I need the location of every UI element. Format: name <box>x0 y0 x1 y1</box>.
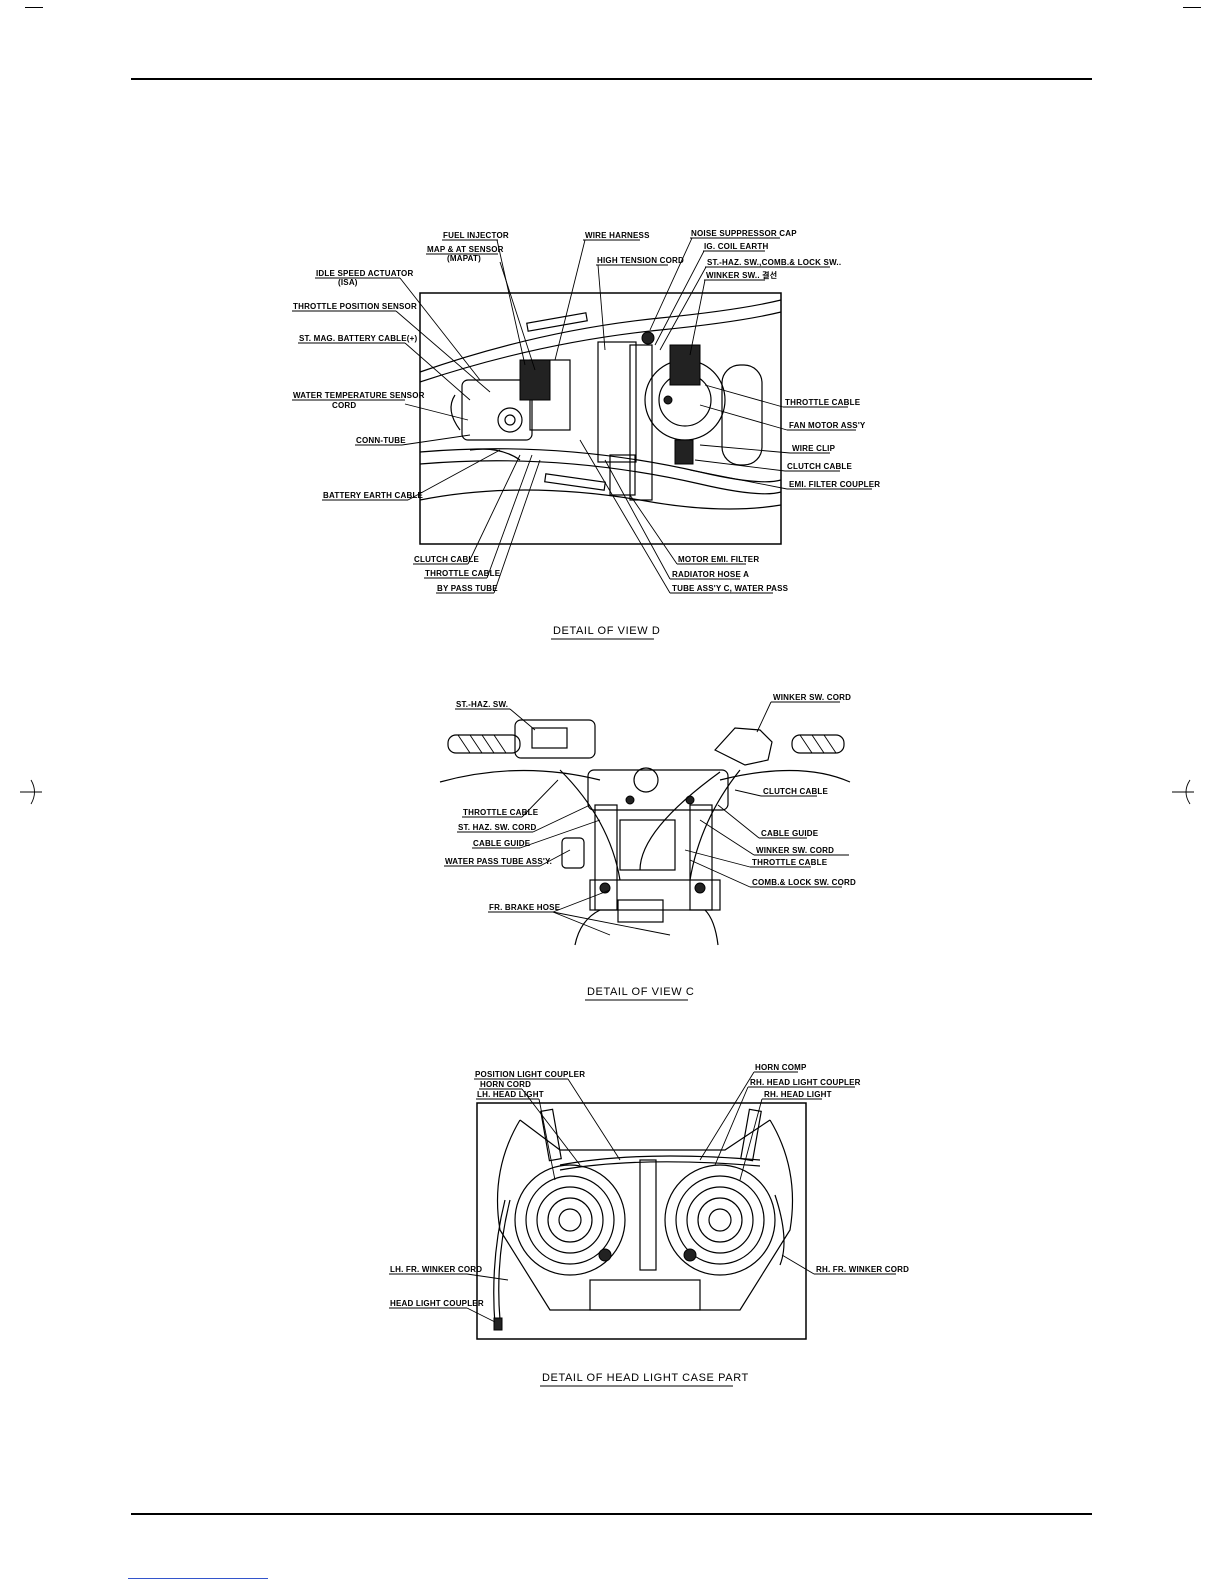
detail-view-c: ST.-HAZ. SW. WINKER SW. CORD THROTTLE CA… <box>439 693 856 1001</box>
head-light-frame <box>476 1102 807 1340</box>
label-horn-cord: HORN CORD <box>480 1080 531 1089</box>
label-ig-coil-earth: IG. COIL EARTH <box>704 242 768 251</box>
label-cable-guide-left: CABLE GUIDE <box>473 839 531 848</box>
crop-mark-tl <box>25 7 43 8</box>
label-clutch-cable-bottom: CLUTCH CABLE <box>414 555 480 564</box>
label-st-haz-sw-cord: ST. HAZ. SW. CORD <box>458 823 537 832</box>
label-rh-fr-winker-cord: RH. FR. WINKER CORD <box>816 1265 909 1274</box>
label-map-at-sensor: MAP & AT SENSOR <box>427 245 504 254</box>
label-clutch-cable-right: CLUTCH CABLE <box>787 462 853 471</box>
label-position-light-coupler: POSITION LIGHT COUPLER <box>475 1070 585 1079</box>
label-emi-filter-coupler: EMI. FILTER COUPLER <box>789 480 880 489</box>
label-fuel-injector: FUEL INJECTOR <box>443 231 509 240</box>
label-noise-suppressor-cap: NOISE SUPPRESSOR CAP <box>691 229 797 238</box>
label-st-haz-sw: ST.-HAZ. SW. <box>456 700 508 709</box>
label-throttle-cable-right: THROTTLE CABLE <box>752 858 828 867</box>
label-water-pass-tube-assy: WATER PASS TUBE ASS'Y. <box>445 857 552 866</box>
label-idle-speed-actuator-abbr: (ISA) <box>338 278 358 287</box>
label-winker-sw-cord-top: WINKER SW. CORD <box>773 693 851 702</box>
label-water-temperature-sensor-cord: CORD <box>332 401 356 410</box>
label-horn-comp: HORN COMP <box>755 1063 807 1072</box>
label-throttle-cable-right: THROTTLE CABLE <box>785 398 861 407</box>
left-grip <box>447 734 521 754</box>
caption-detail-head-light-case: DETAIL OF HEAD LIGHT CASE PART <box>542 1372 749 1384</box>
caption-detail-view-c: DETAIL OF VIEW C <box>587 986 694 998</box>
view-d-frame <box>419 292 782 545</box>
detail-view-d: FUEL INJECTOR MAP & AT SENSOR (MAPAT) WI… <box>292 229 880 640</box>
label-water-temperature-sensor: WATER TEMPERATURE SENSOR <box>293 391 425 400</box>
label-fr-brake-hose: FR. BRAKE HOSE <box>489 903 561 912</box>
label-high-tension-cord: HIGH TENSION CORD <box>597 256 684 265</box>
caption-detail-view-d: DETAIL OF VIEW D <box>553 625 660 637</box>
registration-mark-right <box>1172 779 1194 805</box>
label-tube-assy-c-water-pass: TUBE ASS'Y C, WATER PASS <box>672 584 789 593</box>
label-winker-sw: WINKER SW.. 결선 <box>706 270 777 280</box>
label-motor-emi-filter: MOTOR EMI. FILTER <box>678 555 759 564</box>
label-head-light-coupler: HEAD LIGHT COUPLER <box>390 1299 484 1308</box>
label-map-at-sensor-abbr: (MAPAT) <box>447 254 481 263</box>
top-rule <box>131 78 1092 80</box>
label-cable-guide-right: CABLE GUIDE <box>761 829 819 838</box>
label-battery-earth-cable: BATTERY EARTH CABLE <box>323 491 424 500</box>
detail-head-light-case: POSITION LIGHT COUPLER HORN CORD LH. HEA… <box>389 1063 909 1387</box>
label-wire-clip: WIRE CLIP <box>792 444 836 453</box>
crop-mark-tr <box>1183 7 1201 8</box>
label-conn-tube: CONN-TUBE <box>356 436 406 445</box>
label-throttle-cable-left: THROTTLE CABLE <box>463 808 539 817</box>
label-fan-motor-assy: FAN MOTOR ASS'Y <box>789 421 866 430</box>
label-lh-fr-winker-cord: LH. FR. WINKER CORD <box>390 1265 482 1274</box>
label-st-mag-battery-cable: ST. MAG. BATTERY CABLE(+) <box>299 334 418 343</box>
footer-link-line <box>128 1578 268 1579</box>
label-throttle-cable-bottom: THROTTLE CABLE <box>425 569 501 578</box>
registration-mark-left <box>20 779 42 805</box>
label-by-pass-tube: BY PASS TUBE <box>437 584 498 593</box>
label-wire-harness: WIRE HARNESS <box>585 231 650 240</box>
label-idle-speed-actuator: IDLE SPEED ACTUATOR <box>316 269 413 278</box>
label-lh-head-light: LH. HEAD LIGHT <box>477 1090 544 1099</box>
label-comb-lock-sw-cord: COMB.& LOCK SW. CORD <box>752 878 856 887</box>
right-grip <box>791 734 845 754</box>
label-throttle-position-sensor: THROTTLE POSITION SENSOR <box>293 302 417 311</box>
bottom-rule <box>131 1513 1092 1515</box>
label-rh-head-light: RH. HEAD LIGHT <box>764 1090 832 1099</box>
label-rh-head-light-coupler: RH. HEAD LIGHT COUPLER <box>750 1078 861 1087</box>
label-st-haz-comb-lock-sw: ST.-HAZ. SW.,COMB.& LOCK SW.. <box>707 258 841 267</box>
label-winker-sw-cord-right: WINKER SW. CORD <box>756 846 834 855</box>
label-clutch-cable: CLUTCH CABLE <box>763 787 829 796</box>
label-radiator-hose-a: RADIATOR HOSE A <box>672 570 749 579</box>
